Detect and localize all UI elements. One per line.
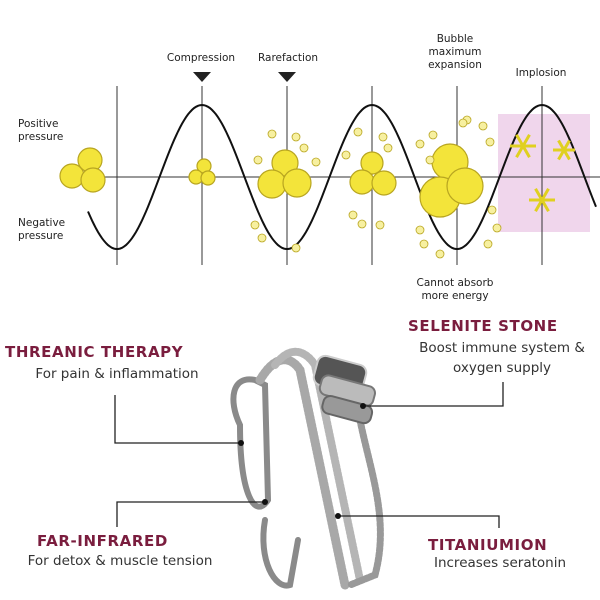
small-bubble	[299, 143, 309, 153]
small-bubble	[419, 239, 429, 249]
small-bubble	[487, 205, 497, 215]
small-bubble	[291, 243, 301, 253]
implosion-star-icon	[510, 133, 536, 159]
rarefaction-marker-icon	[278, 72, 296, 82]
bubbles	[59, 115, 575, 259]
compression-label: Compression	[166, 52, 236, 64]
small-bubble	[485, 137, 495, 147]
bubble	[200, 170, 216, 186]
selenite-title: SELENITE STONE	[408, 317, 558, 335]
small-bubble	[341, 150, 351, 160]
selenite-desc: Boost immune system &oxygen supply	[419, 340, 585, 376]
threanic-title: THREANIC THERAPY	[5, 343, 184, 361]
small-bubble	[311, 157, 321, 167]
bubble	[360, 151, 384, 175]
far-infrared-title: FAR-INFRARED	[37, 532, 168, 550]
small-bubble	[250, 220, 260, 230]
small-bubble	[415, 139, 425, 149]
callout-dots	[238, 403, 366, 519]
small-bubble	[267, 129, 277, 139]
bubble	[282, 168, 312, 198]
bubble	[446, 167, 484, 205]
rarefaction-label: Rarefaction	[257, 52, 319, 64]
small-bubble	[478, 121, 488, 131]
compression-marker-icon	[193, 72, 211, 82]
ring-image	[230, 347, 384, 590]
small-bubble	[357, 219, 367, 229]
titanium-desc: Increases seratonin	[433, 555, 567, 571]
small-bubble	[378, 132, 388, 142]
small-bubble	[257, 233, 267, 243]
threanic-desc: For pain & inflammation	[35, 366, 199, 382]
implosion-star-icon	[529, 187, 555, 213]
implosion-zone	[498, 114, 590, 232]
small-bubble	[253, 155, 263, 165]
callout-lines	[114, 382, 504, 528]
implosion-star-icon	[553, 139, 575, 161]
small-bubble	[353, 127, 363, 137]
small-bubble	[492, 223, 502, 233]
small-bubble	[425, 155, 435, 165]
bubble	[371, 170, 397, 196]
small-bubble	[415, 225, 425, 235]
bubble	[80, 167, 106, 193]
small-bubble	[291, 132, 301, 142]
small-bubble	[483, 239, 493, 249]
bubble	[59, 163, 85, 189]
far-infrared-desc: For detox & muscle tension	[27, 553, 213, 569]
small-bubble	[458, 118, 468, 128]
small-bubble	[383, 143, 393, 153]
small-bubble	[348, 210, 358, 220]
implosion-label: Implosion	[515, 67, 567, 79]
bubble	[349, 169, 375, 195]
small-bubble	[375, 220, 385, 230]
titanium-title: TITANIUMION	[428, 536, 548, 554]
bubble	[257, 169, 287, 199]
small-bubble	[435, 249, 445, 259]
small-bubble	[428, 130, 438, 140]
